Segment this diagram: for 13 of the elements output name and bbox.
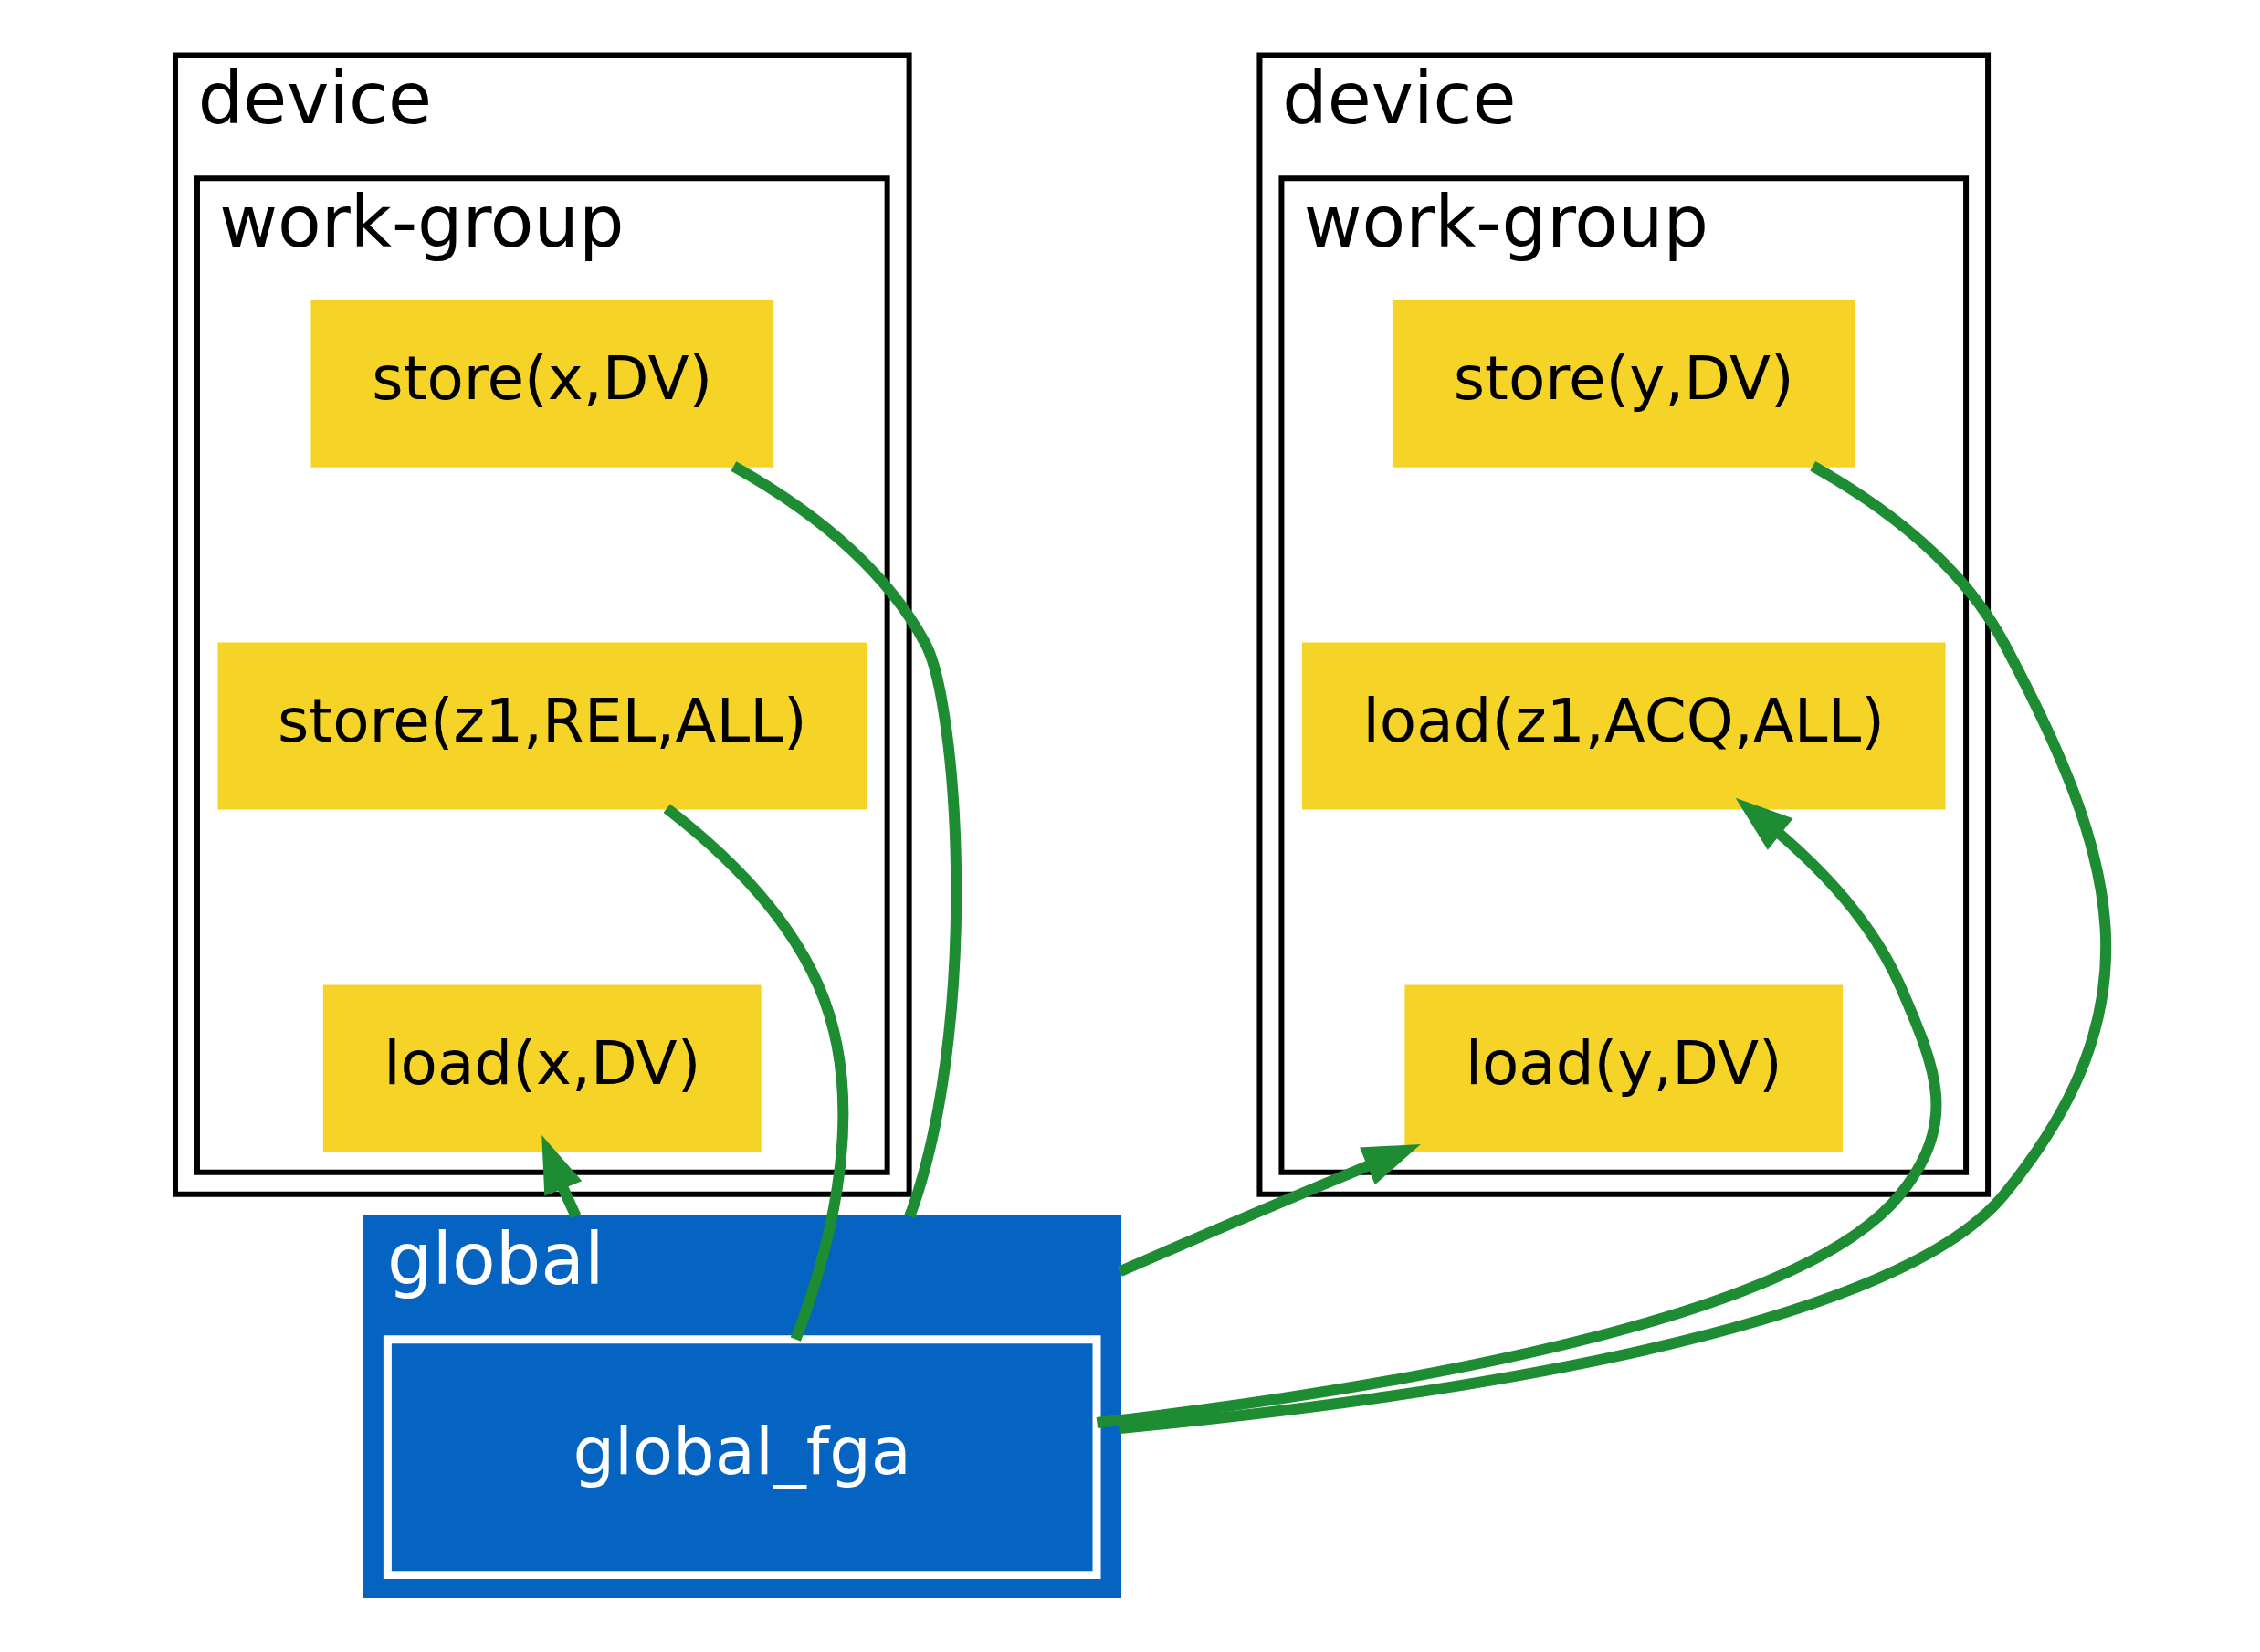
connector <box>731 461 962 1218</box>
arrow <box>1096 797 1942 1428</box>
node-box: global_fga <box>383 1335 1101 1580</box>
connector <box>1119 461 2111 1434</box>
arrow <box>541 1135 583 1219</box>
node-box: load(y,DV) <box>1404 984 1844 1152</box>
node-box: store(z1,REL,ALL) <box>217 642 867 810</box>
node-box: store(y,DV) <box>1392 300 1855 468</box>
node-box: load(x,DV) <box>322 984 762 1152</box>
node-box: load(z1,ACQ,ALL) <box>1301 642 1946 810</box>
node-box: store(x,DV) <box>310 300 774 468</box>
arrow <box>1118 1143 1421 1277</box>
connector <box>663 804 849 1342</box>
